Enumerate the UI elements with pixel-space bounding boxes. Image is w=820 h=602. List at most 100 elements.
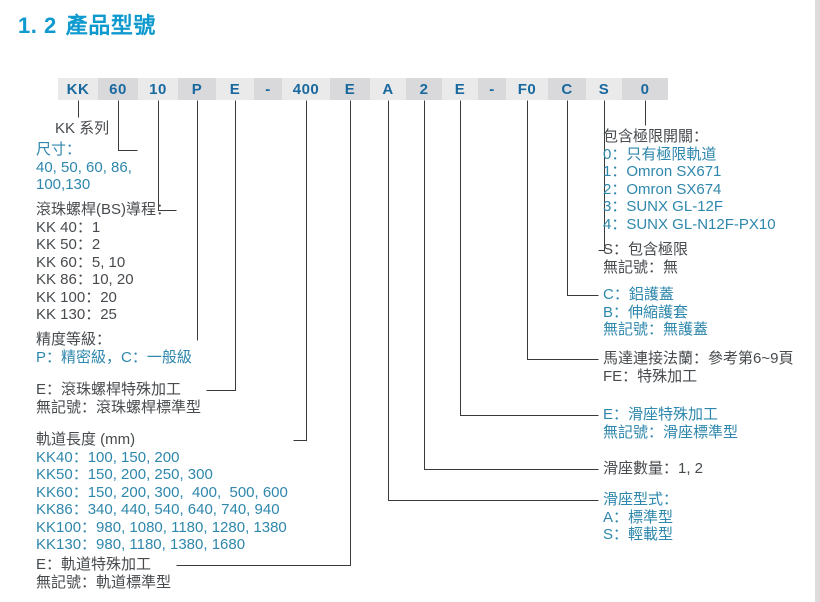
block-cover-type-line: 無記號：無護蓋 <box>603 321 709 338</box>
code-box-2-9: 2 <box>406 78 442 100</box>
block-block-count-line: 滑座數量：1, 2 <box>603 460 704 477</box>
block-ballscrew-lead-line: KK 100：20 <box>36 288 117 306</box>
block-block-type-line: S：輕載型 <box>603 526 674 543</box>
block-series-line: KK 系列 <box>55 120 110 137</box>
block-ballscrew-lead-line: 滾珠螺桿(BS)導程： <box>36 201 172 218</box>
code-box-e-4: E <box>216 78 254 100</box>
block-ballscrew-lead-line: KK 40：1 <box>36 218 101 236</box>
code-box-dash-5: - <box>254 78 282 100</box>
block-ballscrew-special-line: 無記號：滾珠螺桿標準型 <box>36 398 202 416</box>
code-box-label: 0 <box>640 80 650 98</box>
page-title: 1. 2 產品型號 <box>18 8 156 40</box>
section-title: 產品型號 <box>65 13 156 38</box>
code-box-label: A <box>382 80 394 98</box>
block-rail-special-line: 無記號：軌道標準型 <box>36 573 172 591</box>
code-box-kk-0: KK <box>58 78 98 100</box>
block-size-line: 100,130 <box>36 176 91 193</box>
block-ballscrew-special: E：滾珠螺桿特殊加工無記號：滾珠螺桿標準型 <box>36 381 201 416</box>
block-ballscrew-lead-line: KK 130：25 <box>36 306 117 323</box>
code-box-e-10: E <box>442 78 478 100</box>
block-cover-type-line: B：伸縮護套 <box>603 303 689 321</box>
code-box-f0-12: F0 <box>506 78 548 100</box>
connector-r3 <box>567 100 599 296</box>
section-number: 1. 2 <box>18 13 57 38</box>
block-rail-length-line: KK130：980, 1180, 1380, 1680 <box>36 536 246 553</box>
connector-r7 <box>388 100 599 501</box>
block-block-type-line: 滑座型式： <box>603 491 679 508</box>
block-block-count: 滑座數量：1, 2 <box>603 460 703 478</box>
code-box-400-6: 400 <box>282 78 330 100</box>
connector-l6 <box>293 100 307 441</box>
connector-r6 <box>424 100 599 470</box>
code-box-0-15: 0 <box>622 78 668 100</box>
block-rail-length-line: 軌道長度 (mm) <box>36 431 136 448</box>
block-rail-length-line: KK86：340, 440, 540, 640, 740, 940 <box>36 501 280 518</box>
block-limit-switch-line: 4：SUNX GL-N12F-PX10 <box>603 215 776 233</box>
code-box-dash-11: - <box>478 78 506 100</box>
code-box-label: - <box>489 80 495 98</box>
block-limit-switch-line: 包含極限開關： <box>603 128 709 145</box>
code-box-60-1: 60 <box>98 78 138 100</box>
code-box-c-13: C <box>548 78 586 100</box>
block-accuracy-class-line: P：精密級，C：一般級 <box>36 348 192 366</box>
block-limit-switch-line: 3：SUNX GL-12F <box>603 198 724 215</box>
block-size-line: 40, 50, 60, 86, <box>36 158 132 176</box>
connector-r4 <box>527 100 599 360</box>
block-motor-flange-line: 馬達連接法蘭：參考第6~9頁 <box>603 350 794 367</box>
block-rail-length-line: KK100：980, 1080, 1180, 1280, 1380 <box>36 518 287 536</box>
block-rail-length-line: KK40：100, 150, 200 <box>36 448 180 466</box>
block-rail-special-line: E：軌道特殊加工 <box>36 556 152 573</box>
block-motor-flange-line: FE：特殊加工 <box>603 367 698 385</box>
code-box-a-8: A <box>370 78 406 100</box>
block-limit-switch-line: 2：Omron SX674 <box>603 180 722 198</box>
block-ballscrew-special-line: E：滾珠螺桿特殊加工 <box>36 381 182 398</box>
block-cover-type-line: C：鋁護蓋 <box>603 286 674 303</box>
page-edge-shadow <box>815 0 820 602</box>
block-rail-length-line: KK50：150, 200, 250, 300 <box>36 466 213 483</box>
code-box-label: S <box>598 80 610 98</box>
block-block-special-line: E：滑座特殊加工 <box>603 406 719 423</box>
code-box-label: E <box>344 80 356 98</box>
code-box-label: 60 <box>109 80 127 98</box>
connector-r5 <box>460 100 599 416</box>
code-box-s-14: S <box>586 78 622 100</box>
code-box-label: - <box>265 80 271 98</box>
code-box-label: E <box>454 80 466 98</box>
code-box-e-7: E <box>330 78 370 100</box>
code-box-label: 10 <box>149 80 167 98</box>
block-accuracy-class-line: 精度等級： <box>36 331 112 348</box>
code-box-p-3: P <box>178 78 216 100</box>
block-limit-switch-line: 1：Omron SX671 <box>603 163 722 180</box>
code-box-label: F0 <box>517 80 537 98</box>
block-ballscrew-lead-line: KK 60：5, 10 <box>36 253 126 271</box>
block-size: 尺寸：40, 50, 60, 86,100,130 <box>36 141 132 194</box>
code-box-label: KK <box>66 80 90 98</box>
block-block-type-line: A：標準型 <box>603 508 674 526</box>
block-rail-special: E：軌道特殊加工無記號：軌道標準型 <box>36 556 171 591</box>
block-limit-include-line: 無記號：無 <box>603 258 679 276</box>
code-box-label: C <box>561 80 573 98</box>
block-series: KK 系列 <box>55 120 109 138</box>
block-ballscrew-lead-line: KK 50：2 <box>36 236 101 253</box>
block-block-special-line: 無記號：滑座標準型 <box>603 423 739 441</box>
block-limit-switch-line: 0：只有極限軌道 <box>603 145 717 163</box>
block-rail-length-line: KK60：150, 200, 300, 400, 500, 600 <box>36 483 288 501</box>
block-accuracy-class: 精度等級：P：精密級，C：一般級 <box>36 331 192 366</box>
code-box-label: 400 <box>292 80 320 98</box>
block-ballscrew-lead-line: KK 86：10, 20 <box>36 271 134 288</box>
connector-l3 <box>158 100 177 211</box>
code-box-10-2: 10 <box>138 78 178 100</box>
block-limit-include-line: S：包含極限 <box>603 241 689 258</box>
block-block-special: E：滑座特殊加工無記號：滑座標準型 <box>603 406 738 441</box>
block-limit-include: S：包含極限無記號：無 <box>603 241 688 276</box>
connector-l5 <box>206 100 236 391</box>
code-box-label: E <box>229 80 241 98</box>
